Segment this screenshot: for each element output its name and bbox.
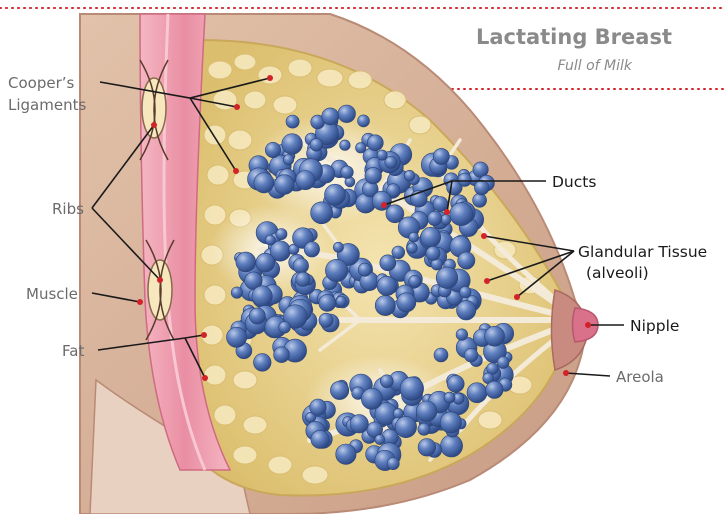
alveolus [356,143,366,153]
label-alveoli: (alveoli) [586,264,649,282]
alveolus [497,357,509,369]
alveolus [404,170,415,181]
alveolus [485,326,505,346]
alveolus [310,138,323,151]
alveolus [231,287,242,298]
alveolus [440,435,462,457]
alveolus [467,383,487,403]
alveolus [464,348,478,362]
alveolus [350,415,368,433]
alveolus [274,175,294,195]
alveolus [310,399,327,416]
alveolus [473,193,487,207]
alveolus [325,259,347,281]
alveolus [450,203,473,226]
alveolus [319,313,333,327]
alveolus [236,252,256,272]
alveolus [380,255,396,271]
alveolus [256,253,275,272]
alveolus [426,246,440,260]
alveolus [460,286,472,298]
alveolus [253,354,271,372]
alveolus [486,381,503,398]
alveolus [282,134,303,155]
alveolus [433,197,448,212]
alveolus [296,272,310,286]
alveolus [340,140,351,151]
alveolus [387,458,399,470]
alveolus [252,286,272,306]
alveolus [283,155,293,165]
alveolus [254,173,274,193]
alveolus [392,246,405,259]
alveolus [421,227,441,247]
alveolus [456,329,468,341]
alveolus [341,166,354,179]
alveolus [279,321,291,333]
label-fat: Fat [62,342,84,360]
alveolus [286,115,299,128]
label-areola: Areola [616,368,664,386]
diagram-title: Lactating Breast [476,25,672,49]
alveolus [276,229,287,240]
alveolus [433,148,449,164]
alveolus [458,173,471,186]
alveolus [375,435,385,445]
label-ducts: Ducts [552,173,596,191]
label-coopers-ligaments-line1: Cooper’s [8,74,75,92]
alveolus [325,184,346,205]
alveolus [377,276,396,295]
alveolus [358,115,370,127]
alveolus [400,377,423,400]
alveolus [434,348,448,362]
diagram-subtitle: Full of Milk [558,58,633,74]
alveolus [428,211,442,225]
alveolus [274,347,290,363]
alveolus [311,202,333,224]
alveolus [319,294,336,311]
alveolus [293,258,309,274]
alveolus [397,293,416,312]
alveolus [338,105,356,123]
alveolus [322,108,339,125]
alveolus [436,267,458,289]
alveolus [330,381,348,399]
alveolus [474,180,489,195]
label-glandular-tissue: Glandular Tissue [578,243,707,261]
label-ribs: Ribs [52,200,84,218]
alveolus [367,135,383,151]
alveolus [458,252,475,269]
label-nipple: Nipple [630,317,679,335]
alveolus [358,263,371,276]
alveolus [407,243,418,254]
label-muscle: Muscle [26,285,78,303]
alveolus [418,423,430,435]
alveolus [441,214,451,224]
alveolus [296,171,315,190]
alveolus [416,401,437,422]
alveolus [380,375,393,388]
alveolus [336,444,356,464]
alveolus [395,416,416,437]
alveolus [227,327,247,347]
alveolus [265,235,275,245]
alveolus [265,142,280,157]
alveolus [361,388,382,409]
alveolus [409,275,421,287]
alveolus [444,392,455,403]
alveolus [440,412,461,433]
alveolus [336,296,346,306]
alveolus [333,242,343,252]
alveolus [249,308,265,324]
alveolus [409,232,419,242]
alveolus [418,439,436,457]
alveolus [365,167,382,184]
alveolus [447,375,464,392]
alveolus [375,295,395,315]
label-coopers-ligaments-line2: Ligaments [8,96,86,114]
alveolus [377,150,387,160]
alveolus [304,242,319,257]
alveolus [311,430,329,448]
